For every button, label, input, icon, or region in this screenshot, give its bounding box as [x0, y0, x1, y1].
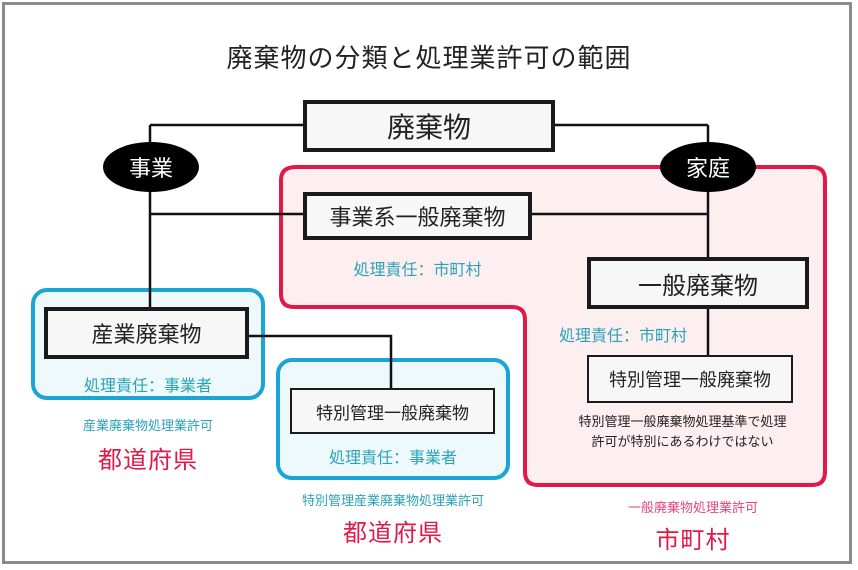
- node-special-general-business-label: 特別管理一般廃棄物: [316, 403, 469, 424]
- permit-industrial-label: 産業廃棄物処理業許可: [82, 419, 213, 434]
- node-special-general-household: 特別管理一般廃棄物: [587, 355, 793, 403]
- oval-household: 家庭: [660, 142, 756, 192]
- oval-household-label: 家庭: [685, 157, 730, 182]
- permit-special-industrial-authority: 都道府県: [343, 519, 443, 547]
- node-industrial-waste: 産業廃棄物: [44, 307, 249, 359]
- permit-general-label: 一般廃棄物処理業許可: [627, 501, 758, 516]
- node-special-general-household-label: 特別管理一般廃棄物: [609, 370, 771, 391]
- special-general-note: 特別管理一般廃棄物処理基準で処理 許可が特別にあるわけではない: [540, 413, 825, 453]
- special-general-note-line2: 許可が特別にあるわけではない: [591, 435, 774, 450]
- responsibility-business-general: 処理責任：市町村: [353, 260, 482, 279]
- oval-business-label: 事業: [128, 157, 173, 182]
- special-general-note-line1: 特別管理一般廃棄物処理基準で処理: [578, 415, 787, 430]
- node-general-waste: 一般廃棄物: [587, 257, 809, 309]
- permit-special-industrial-label: 特別管理産業廃棄物処理業許可: [301, 494, 484, 509]
- municipal-region: [279, 165, 827, 487]
- node-business-general-waste: 事業系一般廃棄物: [303, 192, 532, 240]
- permit-general-authority: 市町村: [655, 526, 731, 554]
- permit-industrial-authority: 都道府県: [98, 446, 198, 474]
- responsibility-special-general-business: 処理責任：事業者: [328, 448, 457, 467]
- responsibility-industrial: 処理責任：事業者: [83, 376, 212, 395]
- node-root-waste: 廃棄物: [303, 100, 555, 152]
- responsibility-general: 処理責任：市町村: [558, 326, 687, 345]
- node-root-waste-label: 廃棄物: [386, 111, 471, 144]
- node-general-waste-label: 一般廃棄物: [638, 271, 758, 300]
- connector-industrial-to-special: [247, 334, 393, 388]
- node-special-general-business: 特別管理一般廃棄物: [290, 388, 495, 434]
- page-title: 廃棄物の分類と処理業許可の範囲: [226, 44, 632, 74]
- node-business-general-waste-label: 事業系一般廃棄物: [329, 206, 506, 231]
- oval-business: 事業: [103, 142, 199, 192]
- node-industrial-waste-label: 産業廃棄物: [91, 323, 202, 348]
